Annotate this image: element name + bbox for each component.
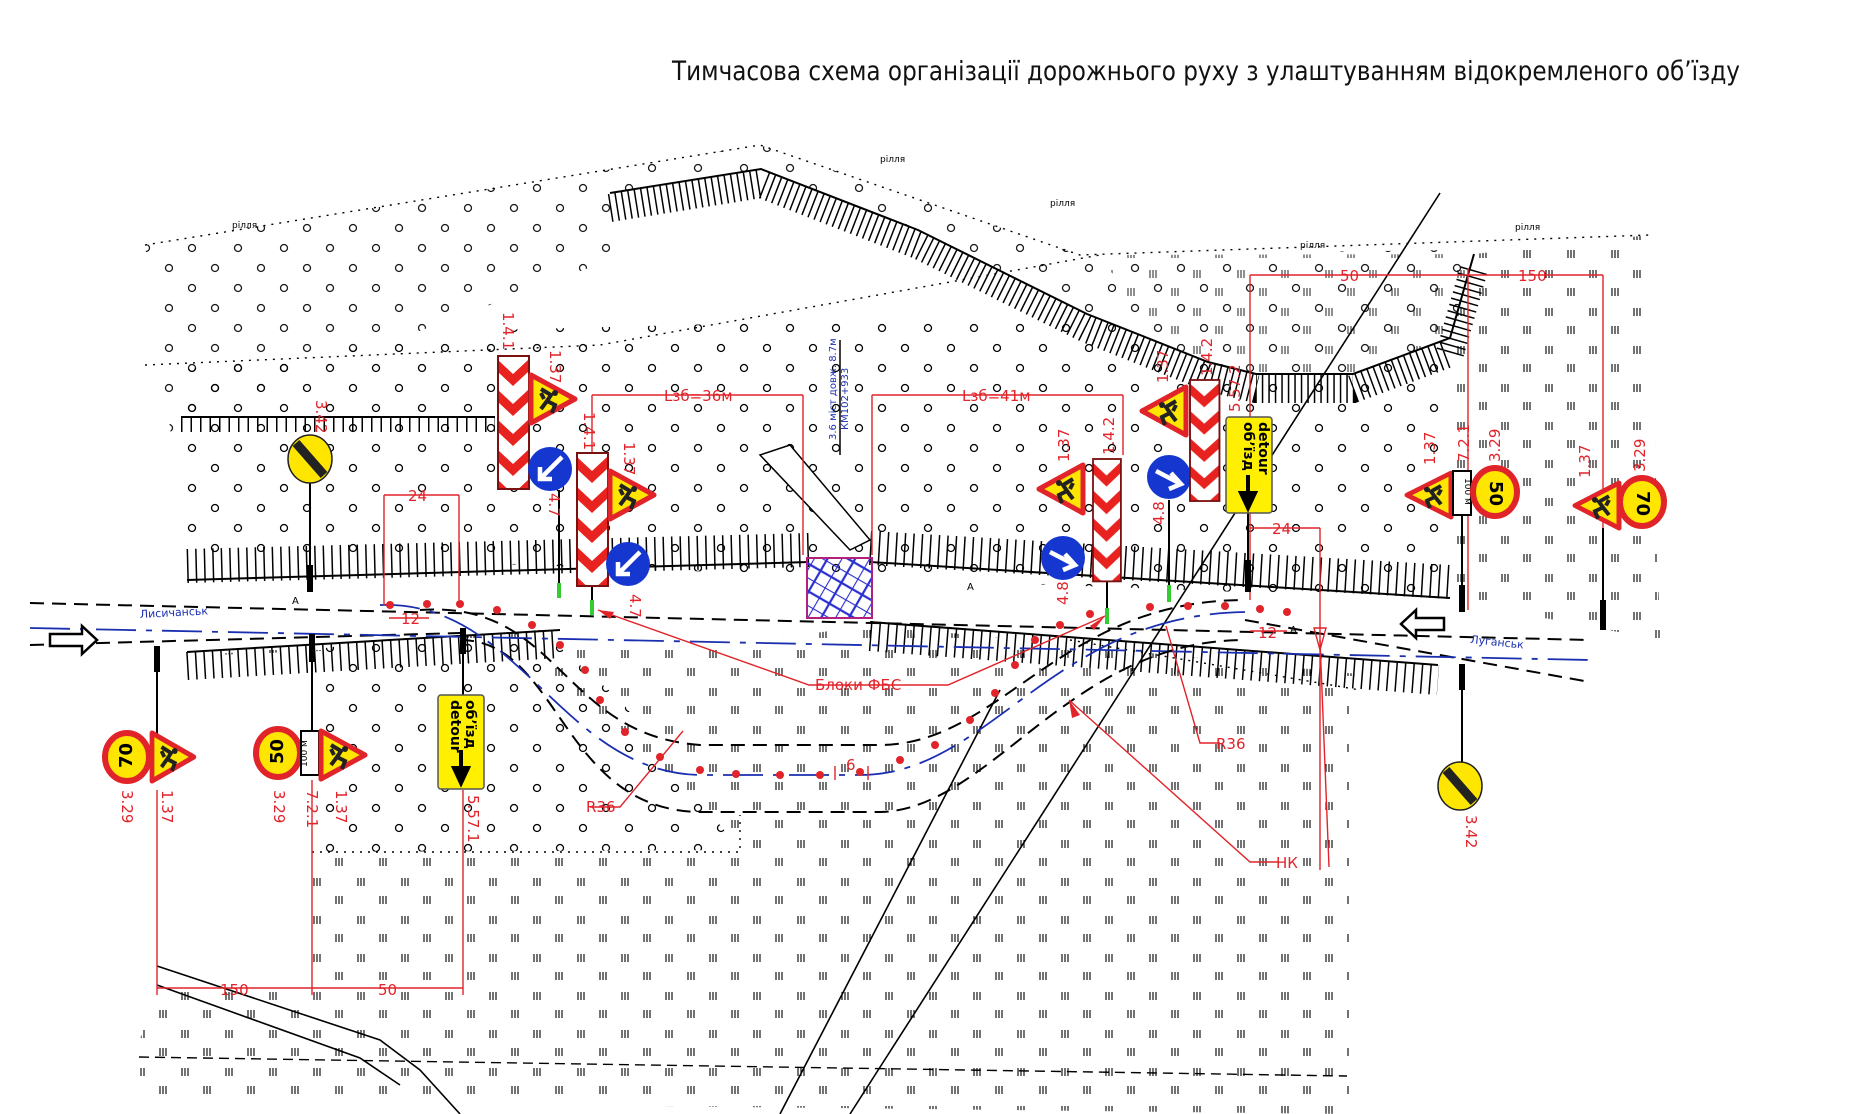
background-lines [138,192,1441,1114]
sign-code: 1.37 [158,790,176,823]
svg-text:detour: detour [447,700,463,753]
bridge-km-label: КМ102+933 [840,368,851,430]
sign-end-restrictions-right [1438,762,1482,810]
delineator-posts [386,600,1291,779]
length-left: Lзб=36м [664,387,733,405]
dim-24-left: 24 [408,487,427,505]
svg-text:50: 50 [267,739,288,764]
sign-code: 4.7 [626,594,644,618]
svg-text:об’їзд: об’їзд [1240,422,1256,471]
length-right: Lзб=41м [962,387,1031,405]
city-label-left: Лисичанськ [139,604,208,621]
speed-limit-50-left: 50 [256,729,300,777]
keep-left-sign [606,542,650,586]
direction-arrow-left-icon [1399,607,1446,641]
lane-mark: A [1290,625,1297,636]
lane-mark: A [967,582,974,593]
keep-right-sign [1147,455,1191,499]
sign-end-restrictions-left [288,435,332,483]
speed-limit-50-right: 50 [1473,468,1517,516]
sign-code: 1.37 [332,790,350,823]
dim-24-right: 24 [1272,520,1291,538]
land-label: рілля [1300,241,1325,251]
sign-code: 5.57.2 [1226,364,1244,412]
detour-sign-left: об’їзд detour [437,694,485,790]
distance-plate-right: 100 м [1452,470,1472,516]
road-works-sign [152,733,194,781]
land-label: рілля [1050,199,1075,209]
svg-text:об’їзд: об’їзд [462,700,478,749]
sign-code: 4.8 [1150,501,1168,525]
radius-label-left: R36 [586,798,616,816]
dim-150-top: 150 [1518,267,1547,285]
keep-left-sign [528,447,572,491]
dim-6-detour: 6 [846,756,856,774]
main-road [29,602,1591,683]
drawing-title: Тимчасова схема організації дорожнього р… [671,56,1740,87]
sign-code: 1.4.2 [1100,417,1118,455]
sign-code: 1.37 [1055,429,1073,462]
sign-code: 1.37 [546,350,564,383]
dim-50-bottom: 50 [378,981,397,999]
sign-code: 3.29 [270,790,288,823]
radius-label-right: R36 [1216,735,1246,753]
blocks-label: Блоки ФБС [815,676,901,694]
land-label: рілля [880,155,905,165]
detour-sign-right: об’їзд detour [1225,416,1273,514]
city-label-right: Луганськ [1470,633,1525,652]
sign-code: 7.2.1 [303,790,321,828]
dim-150-bottom: 150 [220,981,249,999]
sign-code: 4.7 [545,493,563,517]
sign-code: 1.4.2 [1198,338,1216,376]
sign-code: 1.37 [1576,445,1594,478]
land-label: рілля [1515,223,1540,233]
dim-12-right: 12 [1258,624,1277,642]
sign-code: 1.37 [620,442,638,475]
sign-code: 7.2.1 [1455,424,1473,462]
sign-chevron-left-1 [497,355,530,490]
sign-code: 3.42 [312,400,330,433]
svg-text:70: 70 [116,743,137,768]
sign-chevron-right-2 [1189,379,1221,502]
direction-arrow-right-icon [48,623,99,657]
distance-plate-left: 100 м [300,730,320,776]
speed-limit-70-right: 70 [1620,478,1664,526]
sign-chevron-left-2 [576,452,609,587]
bridge-label: 3.6 міст довж. 8.7м [827,338,839,440]
sign-code: 3.29 [1486,429,1504,462]
dimension-lines [156,268,1604,995]
speed-limit-70-left: 70 [105,733,149,781]
svg-text:70: 70 [1632,491,1653,516]
sign-code: 3.42 [1462,815,1480,848]
sign-code: 4.8 [1054,581,1072,605]
sign-code: 1.4.1 [580,412,598,450]
svg-text:50: 50 [1485,481,1506,506]
sign-code: 3.29 [1631,439,1649,472]
detour-road [379,599,1291,813]
sign-code: 1.37 [1421,432,1439,465]
svg-text:detour: detour [1255,422,1271,475]
slopes [181,167,1488,695]
svg-text:100 м: 100 м [1462,478,1472,505]
nk-label: НК [1276,854,1298,872]
sign-code: 1.4.1 [499,312,517,350]
sign-code: 1.37 [1154,350,1172,383]
dim-12-left: 12 [401,610,420,628]
sign-code: 3.29 [118,790,136,823]
sign-chevron-right-1 [1092,458,1122,583]
land-label: рілля [232,221,257,231]
fbs-blocks [806,557,873,619]
keep-right-sign [1041,536,1085,580]
sign-posts [154,480,1606,762]
svg-text:100 м: 100 м [300,740,310,767]
dim-50-top: 50 [1340,267,1359,285]
sign-code: 5.57.1 [464,795,482,843]
lane-mark: A [292,596,299,607]
